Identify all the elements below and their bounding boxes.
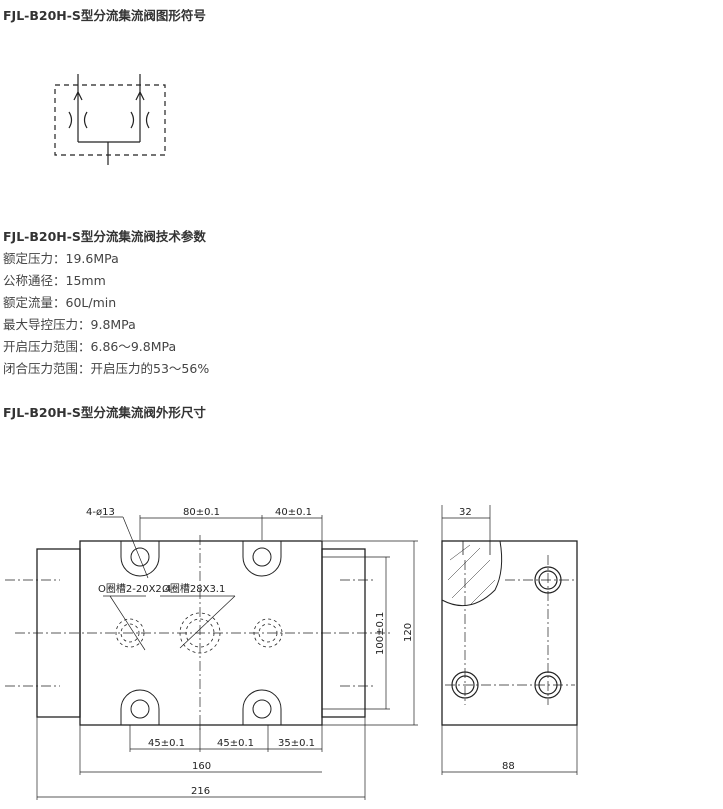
symbol-title: FJL-B20H-S型分流集流阀图形符号: [3, 8, 206, 23]
dims-title: FJL-B20H-S型分流集流阀外形尺寸: [3, 405, 206, 420]
dim-40: 40±0.1: [275, 507, 312, 518]
dim-88: 88: [502, 761, 515, 772]
dim-216: 216: [191, 786, 210, 797]
params-title: FJL-B20H-S型分流集流阀技术参数: [3, 229, 206, 244]
dim-35: 35±0.1: [278, 738, 315, 749]
param-opening-range: 开启压力范围：6.86～9.8MPa: [3, 339, 177, 354]
dim-100: 100±0.1: [375, 612, 386, 655]
param-rated-flow: 额定流量：60L/min: [3, 295, 117, 310]
side-view: [441, 505, 578, 775]
param-rated-pressure: 额定压力：19.6MPa: [3, 251, 119, 266]
dim-160: 160: [192, 761, 211, 772]
dim-45b: 45±0.1: [217, 738, 254, 749]
dim-80: 80±0.1: [183, 507, 220, 518]
hydraulic-symbol: [54, 74, 166, 165]
param-closing-range: 闭合压力范围：开启压力的53～56%: [3, 361, 210, 376]
oring2-label: O圈槽28X3.1: [162, 582, 225, 595]
dim-120: 120: [403, 623, 414, 642]
holes-label: 4-ø13: [86, 507, 115, 518]
param-nominal-diameter: 公称通径：15mm: [3, 273, 106, 288]
front-view: [5, 515, 418, 800]
oring1-label: O圈槽2-20X2.4: [98, 582, 171, 595]
dim-32: 32: [459, 507, 472, 518]
param-max-pilot-pressure: 最大导控压力：9.8MPa: [3, 317, 136, 332]
dim-45a: 45±0.1: [148, 738, 185, 749]
